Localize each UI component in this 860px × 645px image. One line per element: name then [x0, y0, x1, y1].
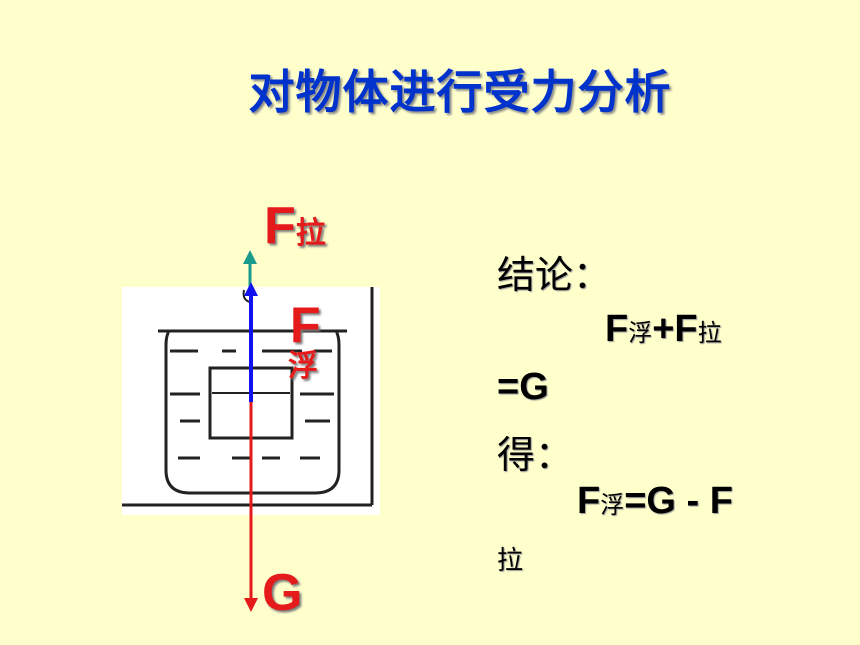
equation-2-tail: 拉	[497, 546, 524, 576]
conclusion-heading: 结论：	[497, 253, 612, 297]
label-buoyancy-sub: 浮	[288, 350, 318, 383]
derive-heading: 得：	[497, 433, 574, 477]
slide-title: 对物体进行受力分析	[248, 65, 672, 119]
equation-1-tail: =G	[497, 366, 549, 408]
label-tension-sub: 拉	[295, 217, 326, 250]
gravity-arrowhead	[244, 598, 258, 612]
buoyancy-arrowhead	[244, 282, 258, 296]
label-gravity: G	[262, 564, 303, 622]
equation-1: F浮+F拉	[605, 308, 722, 350]
string-hook	[242, 289, 251, 303]
tension-arrowhead	[243, 250, 257, 264]
equation-2: F浮=G - F	[577, 480, 733, 522]
label-tension: F拉	[264, 197, 326, 255]
water-lines	[170, 349, 334, 460]
